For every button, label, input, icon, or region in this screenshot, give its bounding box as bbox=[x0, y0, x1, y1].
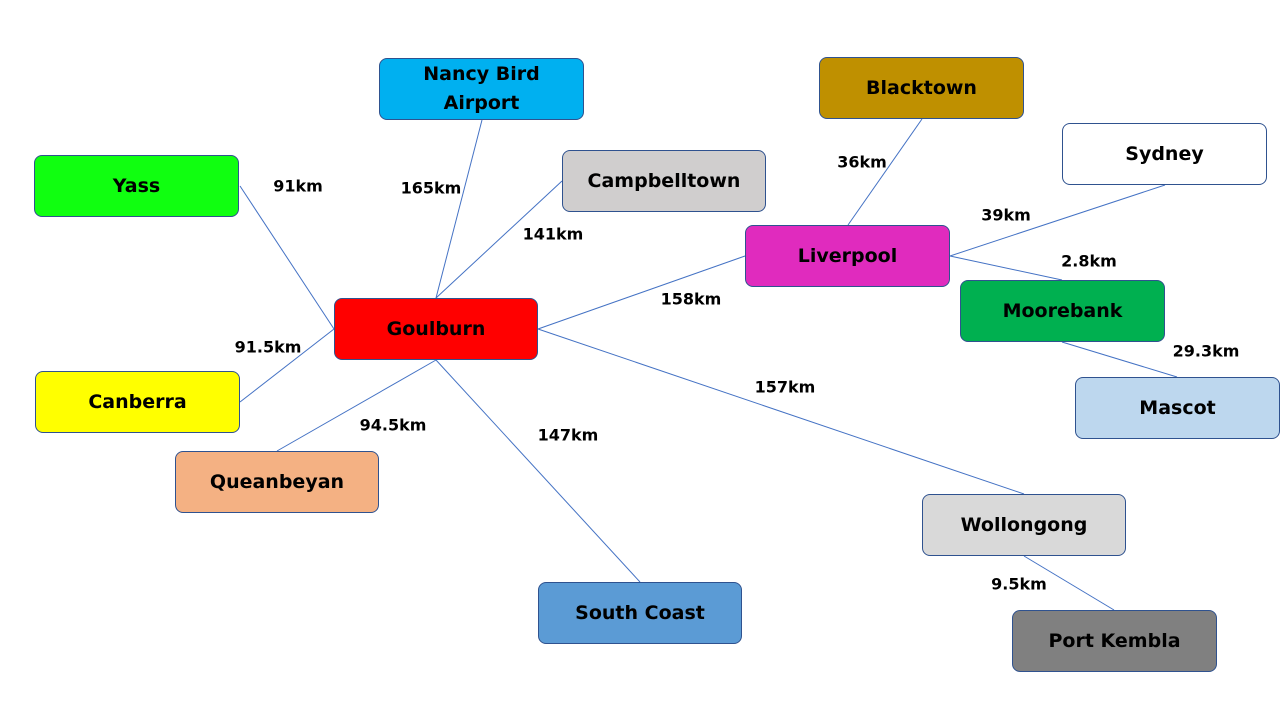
node-moorebank[interactable]: Moorebank bbox=[960, 280, 1165, 342]
node-wollongong[interactable]: Wollongong bbox=[922, 494, 1126, 556]
distance-liverpool-moorebank: 2.8km bbox=[1061, 251, 1117, 271]
node-label: Nancy Bird Airport bbox=[423, 63, 540, 114]
distance-liverpool-sydney: 39km bbox=[981, 205, 1031, 225]
node-blacktown[interactable]: Blacktown bbox=[819, 57, 1024, 119]
node-south-coast[interactable]: South Coast bbox=[538, 582, 742, 644]
node-queanbeyan[interactable]: Queanbeyan bbox=[175, 451, 379, 513]
edge-goulburn-wollongong bbox=[537, 328, 1025, 495]
edge-wollongong-port-kembla bbox=[1023, 555, 1115, 611]
node-label: Queanbeyan bbox=[209, 470, 345, 493]
node-nancy-bird-airport[interactable]: Nancy Bird Airport bbox=[379, 58, 584, 120]
edge-goulburn-liverpool bbox=[537, 255, 746, 330]
node-label: Campbelltown bbox=[587, 169, 741, 192]
edge-liverpool-sydney bbox=[949, 184, 1166, 257]
node-label: Moorebank bbox=[1002, 299, 1123, 322]
node-liverpool[interactable]: Liverpool bbox=[745, 225, 950, 287]
distance-wollongong-port-kembla: 9.5km bbox=[991, 574, 1047, 594]
node-mascot[interactable]: Mascot bbox=[1075, 377, 1280, 439]
node-label: Port Kembla bbox=[1048, 629, 1181, 652]
distance-goulburn-queanbeyan: 94.5km bbox=[359, 415, 427, 435]
node-goulburn[interactable]: Goulburn bbox=[334, 298, 538, 360]
edge-liverpool-moorebank bbox=[949, 255, 1063, 281]
node-port-kembla[interactable]: Port Kembla bbox=[1012, 610, 1217, 672]
edge-goulburn-nancy-bird bbox=[435, 119, 483, 299]
edge-moorebank-mascot bbox=[1061, 341, 1178, 378]
node-canberra[interactable]: Canberra bbox=[35, 371, 240, 433]
node-sydney[interactable]: Sydney bbox=[1062, 123, 1267, 185]
distance-goulburn-south-coast: 147km bbox=[537, 425, 599, 445]
node-label: Goulburn bbox=[386, 317, 486, 340]
node-yass[interactable]: Yass bbox=[34, 155, 239, 217]
node-label: South Coast bbox=[575, 601, 705, 624]
distance-goulburn-canberra: 91.5km bbox=[234, 337, 302, 357]
edge-liverpool-blacktown bbox=[847, 118, 923, 226]
node-label: Liverpool bbox=[797, 244, 898, 267]
distance-goulburn-wollongong: 157km bbox=[754, 377, 816, 397]
distance-liverpool-blacktown: 36km bbox=[837, 152, 887, 172]
edge-goulburn-south-coast bbox=[435, 359, 641, 583]
distance-moorebank-mascot: 29.3km bbox=[1172, 341, 1240, 361]
edge-goulburn-canberra bbox=[239, 328, 335, 403]
node-label: Wollongong bbox=[960, 513, 1088, 536]
edge-goulburn-yass bbox=[239, 185, 335, 330]
distance-goulburn-nancy-bird: 165km bbox=[400, 178, 462, 198]
distance-goulburn-yass: 91km bbox=[273, 176, 323, 196]
distance-goulburn-liverpool: 158km bbox=[660, 289, 722, 309]
edge-goulburn-campbelltown bbox=[435, 180, 563, 299]
node-campbelltown[interactable]: Campbelltown bbox=[562, 150, 766, 212]
node-label: Blacktown bbox=[866, 76, 977, 99]
node-label: Yass bbox=[112, 174, 161, 197]
node-label: Mascot bbox=[1139, 396, 1216, 419]
node-label: Sydney bbox=[1125, 142, 1204, 165]
edge-goulburn-queanbeyan bbox=[276, 359, 437, 452]
distance-goulburn-campbelltown: 141km bbox=[522, 224, 584, 244]
node-label: Canberra bbox=[88, 390, 187, 413]
